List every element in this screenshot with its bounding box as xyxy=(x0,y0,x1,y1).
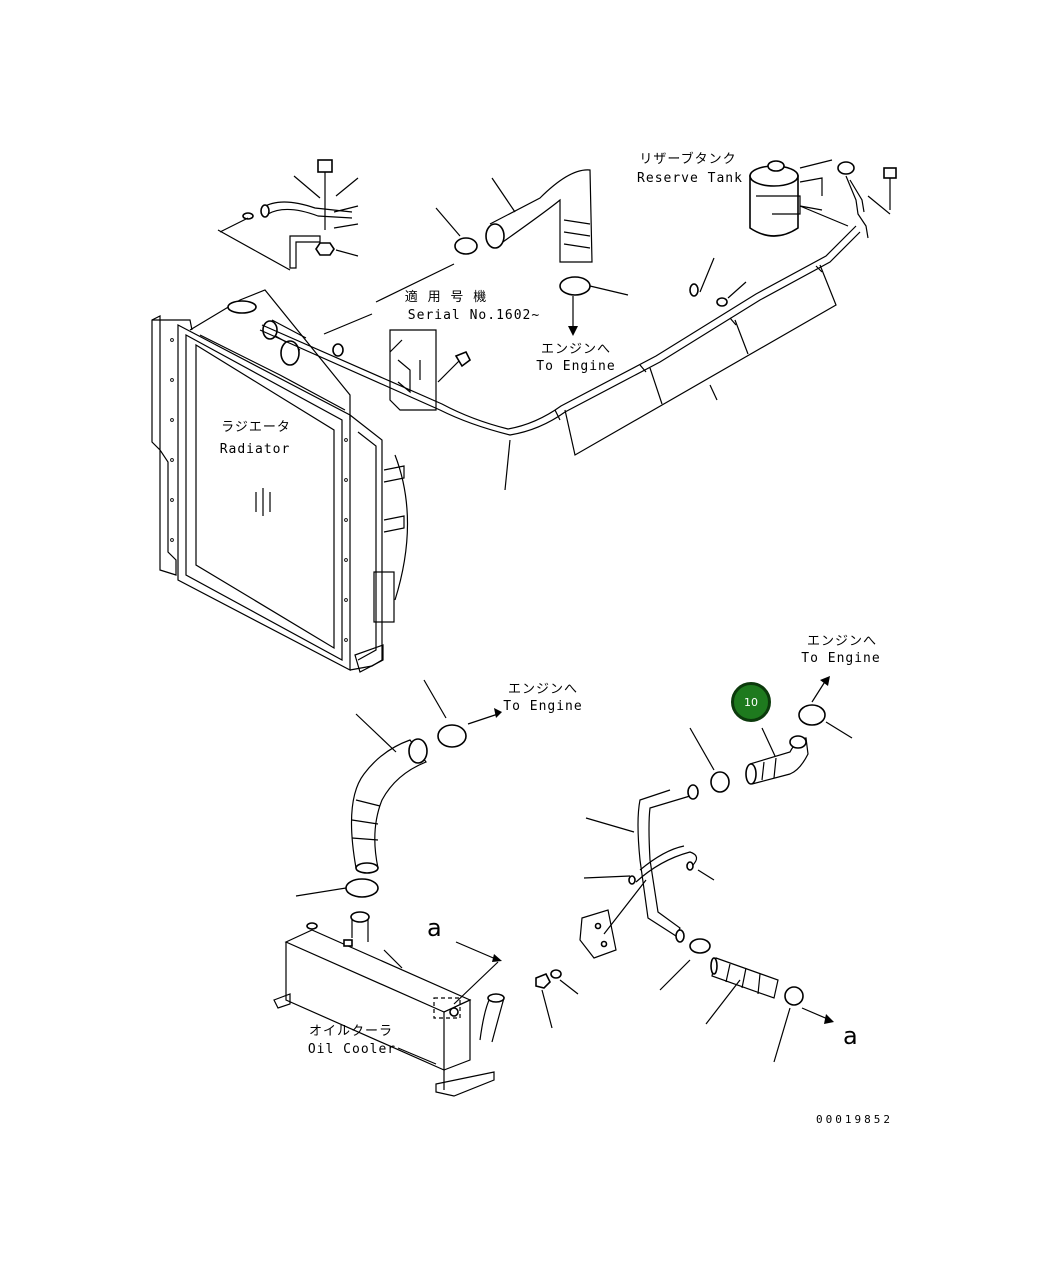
oil-cooler-en-label: Oil Cooler xyxy=(307,1042,397,1057)
callout-number: 10 xyxy=(744,695,758,709)
part-callout-10[interactable]: 10 xyxy=(731,682,771,722)
overflow-hose-bracket-group xyxy=(217,159,359,271)
serial-en-label: Serial No.1602~ xyxy=(407,308,541,323)
water-pipe-group xyxy=(535,676,853,1063)
radiator-jp-label: ラジエータ xyxy=(221,420,291,435)
to-engine-right-jp-label: エンジンへ xyxy=(806,634,878,649)
radiator-en-label: Radiator xyxy=(219,442,291,457)
to-engine-mid-en-label: To Engine xyxy=(503,699,583,714)
lower-left-hose xyxy=(295,679,502,898)
reserve-tank xyxy=(749,159,897,239)
oil-cooler xyxy=(273,911,505,1097)
drawing-number: 00019852 xyxy=(816,1113,893,1126)
reserve-tank-en-label: Reserve Tank xyxy=(637,171,743,186)
view-a-right-label: a xyxy=(843,1022,858,1050)
oil-cooler-jp-label: オイルクーラ xyxy=(308,1024,394,1039)
radiator xyxy=(151,289,409,673)
reserve-tank-jp-label: リザーブタンク xyxy=(639,152,737,167)
to-engine-right-en-label: To Engine xyxy=(801,651,881,666)
overflow-tube xyxy=(259,225,861,491)
upper-radiator-hose xyxy=(435,169,629,336)
view-a-left-label: a xyxy=(427,914,442,942)
to-engine-top-jp-label: エンジンへ xyxy=(540,342,612,357)
to-engine-top-en-label: To Engine xyxy=(536,359,616,374)
to-engine-mid-jp-label: エンジンへ xyxy=(507,682,579,697)
serial-jp-label: 適 用 号 機 xyxy=(404,290,488,305)
